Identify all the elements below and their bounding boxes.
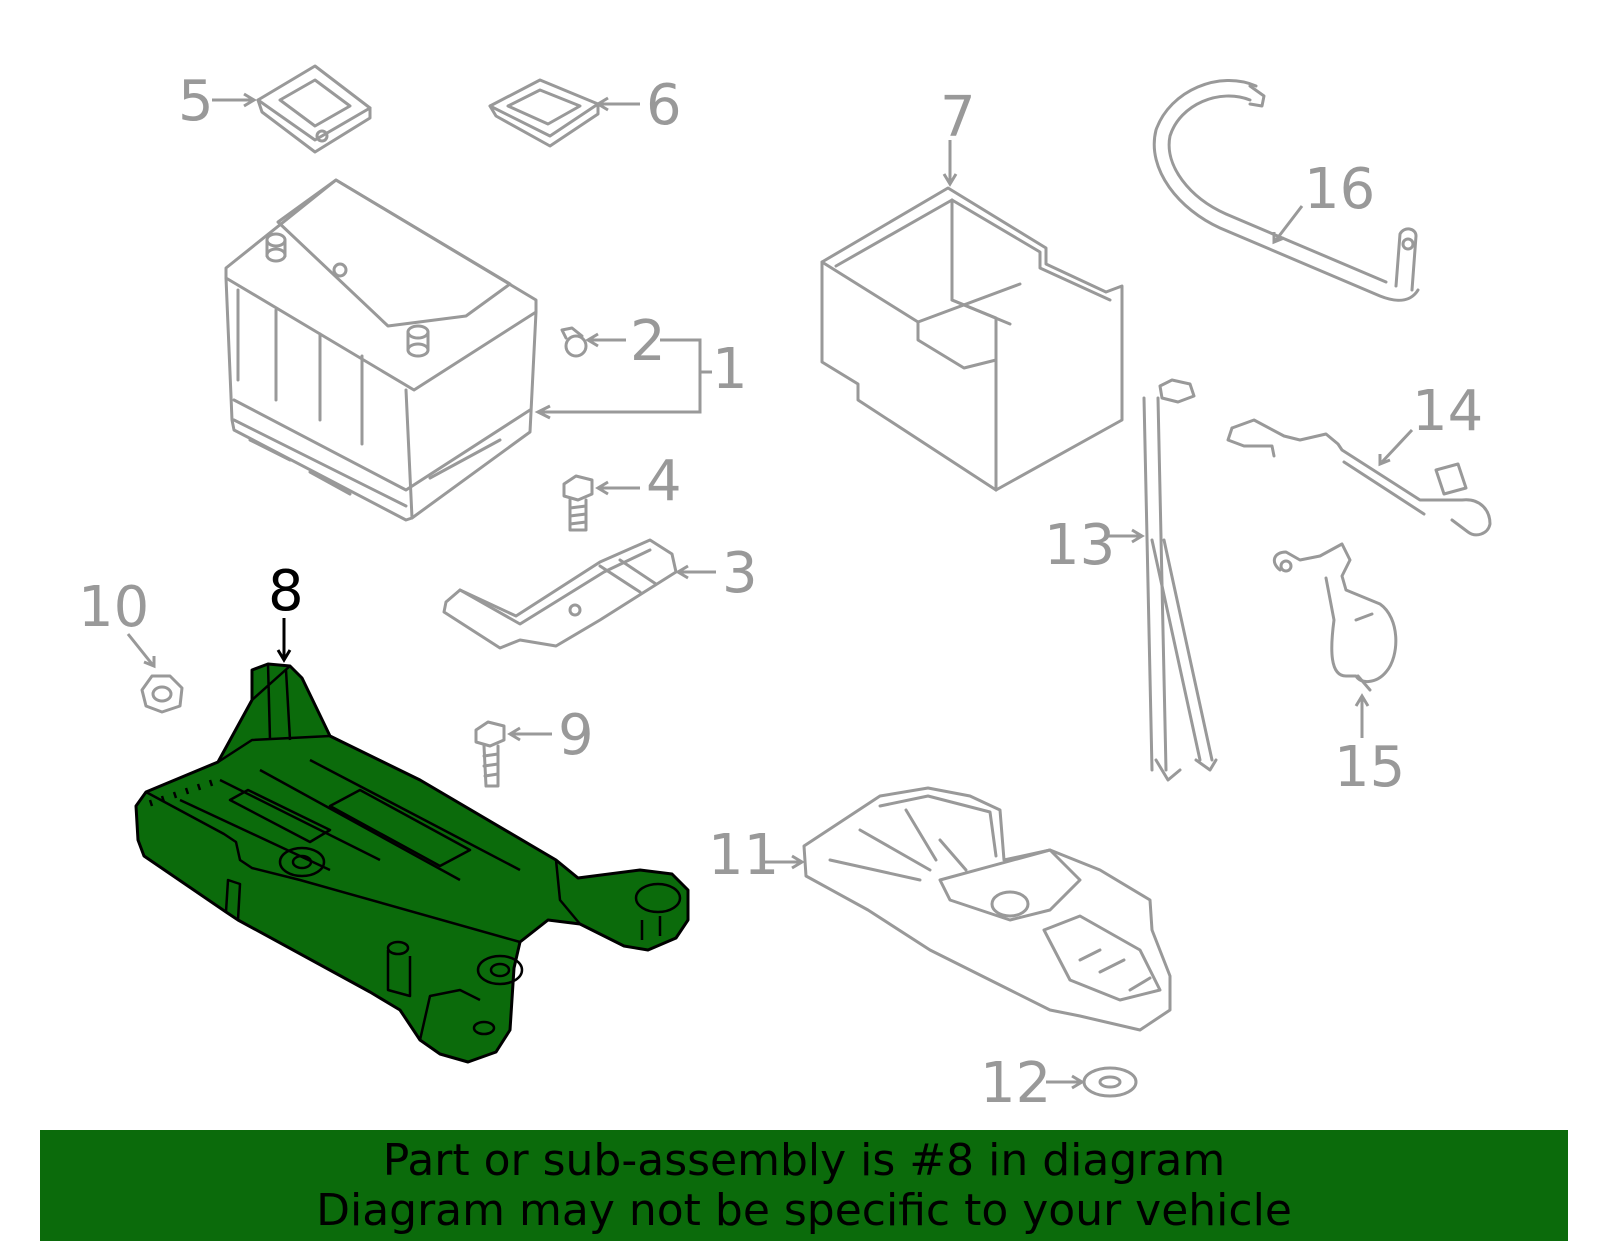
callout-3: 3: [722, 541, 758, 606]
arrow-11: [791, 854, 805, 870]
callout-16: 16: [1304, 157, 1375, 222]
part-5-terminal-cover[interactable]: [256, 64, 372, 154]
arrow-16: [1272, 232, 1285, 245]
part-8-battery-tray[interactable]: [134, 662, 690, 1064]
callout-14: 14: [1412, 379, 1483, 444]
part-6-terminal-cover[interactable]: [488, 78, 600, 148]
callout-15: 15: [1334, 735, 1405, 800]
arrow-9: [507, 726, 521, 742]
arrow-3: [675, 564, 689, 580]
callout-8: 8: [268, 559, 304, 624]
callout-1: 1: [712, 337, 748, 402]
callout-9: 9: [558, 703, 594, 768]
part-4-bolt[interactable]: [562, 474, 594, 532]
callout-4: 4: [646, 449, 682, 514]
leader-10: [126, 633, 154, 665]
part-1-battery[interactable]: [224, 178, 538, 522]
part-14-cable[interactable]: [1226, 418, 1492, 537]
part-9-bolt[interactable]: [474, 720, 506, 788]
part-12-washer[interactable]: [1082, 1066, 1138, 1098]
footer-banner: Part or sub-assembly is #8 in diagram Di…: [40, 1130, 1568, 1241]
part-15-cable[interactable]: [1272, 542, 1398, 692]
callout-10: 10: [78, 575, 149, 640]
callout-11: 11: [708, 823, 779, 888]
leader-16: [1274, 205, 1304, 241]
arrow-4: [595, 480, 609, 496]
part-11-cover[interactable]: [802, 786, 1172, 1032]
part-16-cable[interactable]: [1152, 79, 1420, 302]
callout-13: 13: [1044, 513, 1115, 578]
callout-12: 12: [980, 1051, 1051, 1116]
leader-1: [540, 338, 712, 414]
arrow-5: [243, 92, 257, 108]
part-2-vent-plug[interactable]: [560, 326, 588, 358]
part-7-battery-box[interactable]: [820, 186, 1124, 492]
arrow-14: [1378, 454, 1391, 467]
arrow-8: [276, 649, 292, 663]
arrow-1: [534, 404, 551, 420]
arrow-13: [1131, 528, 1145, 544]
callout-7: 7: [940, 85, 976, 150]
arrow-7: [942, 173, 958, 187]
part-10-nut[interactable]: [140, 674, 184, 714]
arrow-12: [1071, 1074, 1085, 1090]
leader-14: [1380, 428, 1414, 464]
part-13-strap[interactable]: [1142, 378, 1218, 782]
footer-line-2: Diagram may not be specific to your vehi…: [316, 1185, 1292, 1236]
arrow-15: [1354, 693, 1370, 707]
arrow-2: [585, 332, 599, 348]
callout-2: 2: [630, 309, 666, 374]
footer-line-1: Part or sub-assembly is #8 in diagram: [382, 1135, 1226, 1186]
callout-6: 6: [646, 73, 682, 138]
callout-5: 5: [178, 69, 214, 134]
arrow-6: [595, 96, 609, 112]
part-3-hold-down-bracket[interactable]: [442, 538, 678, 650]
arrow-10: [143, 656, 156, 669]
